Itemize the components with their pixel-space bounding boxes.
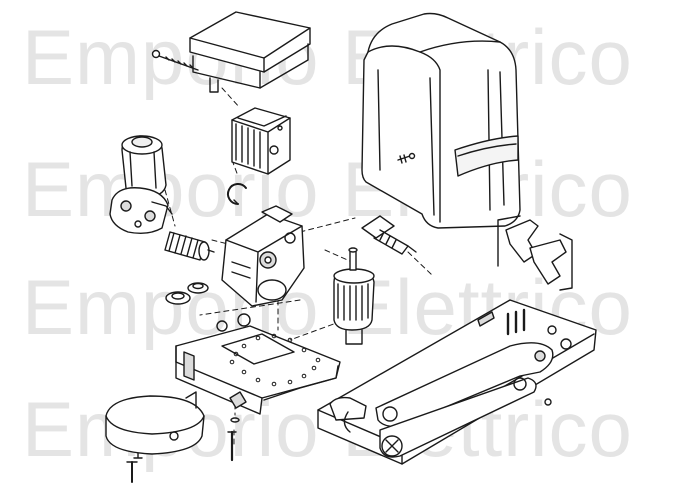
control-box xyxy=(189,11,311,93)
release-arm xyxy=(343,342,554,458)
base-cup-cover xyxy=(105,391,205,455)
circlip xyxy=(227,183,247,205)
motor-gearhead xyxy=(109,187,173,235)
gearbox-body xyxy=(221,205,305,307)
long-screw xyxy=(151,49,199,71)
drive-gear xyxy=(333,247,375,345)
hole-pattern xyxy=(229,333,321,387)
worm-screw xyxy=(164,231,215,261)
housing-cover xyxy=(361,12,521,229)
screws xyxy=(126,391,247,483)
limit-switch-shaft xyxy=(361,215,417,255)
transformer xyxy=(231,107,291,175)
cover-screw xyxy=(397,152,416,164)
bushing xyxy=(165,282,209,305)
mounting-plate xyxy=(175,313,341,415)
electric-motor xyxy=(121,135,167,199)
release-key xyxy=(497,215,573,291)
